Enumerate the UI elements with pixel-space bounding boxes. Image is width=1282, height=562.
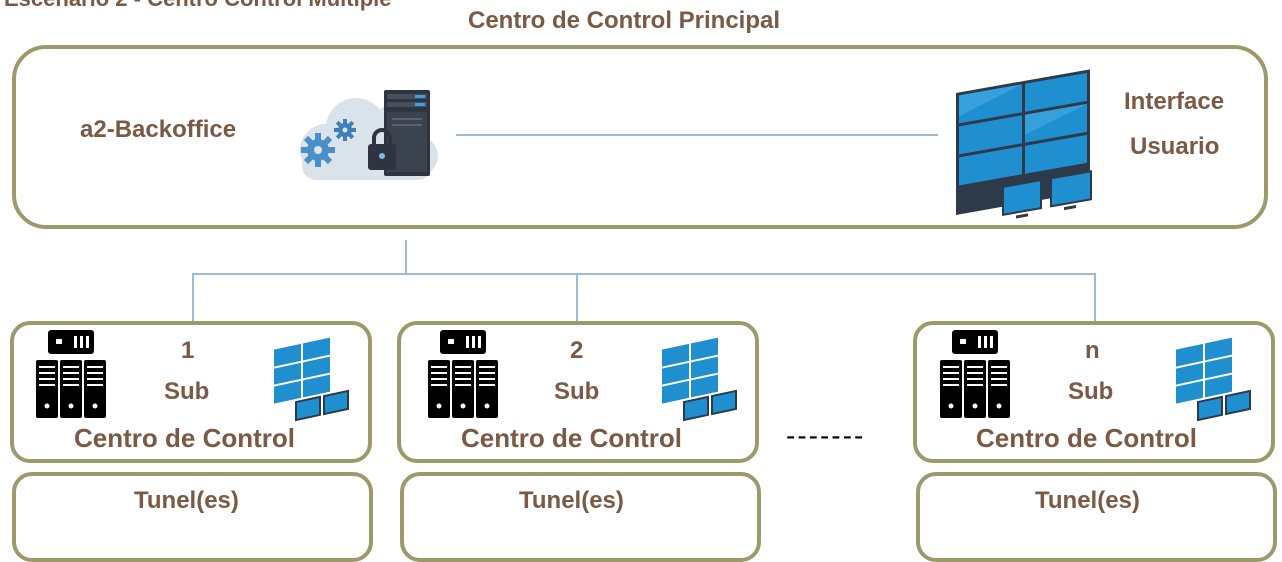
sub-center-number-2: 2 <box>570 337 584 364</box>
main-connector-line <box>456 134 938 136</box>
tunnel-label-2: Tunel(es) <box>519 487 624 514</box>
sub-label-n: Sub <box>1068 378 1114 405</box>
video-wall-monitors-icon <box>662 337 737 422</box>
ellipsis-connector: ------- <box>786 420 866 451</box>
main-center-title: Centro de Control Principal <box>468 7 781 34</box>
sub-center-number-1: 1 <box>181 337 195 364</box>
cloud-server-gear-lock-icon <box>300 90 438 180</box>
sub-center-name-2: Centro de Control <box>461 423 682 453</box>
tunnel-label-n: Tunel(es) <box>1035 487 1140 514</box>
server-rack-icon <box>940 330 1010 418</box>
video-wall-monitors-icon <box>956 69 1092 219</box>
interface-label-line2: Usuario <box>1130 133 1220 160</box>
sub-label-1: Sub <box>164 378 210 405</box>
distribution-line <box>192 273 1096 275</box>
server-rack-icon <box>428 330 498 418</box>
backoffice-label: a2-Backoffice <box>80 116 237 143</box>
sub-label-2: Sub <box>554 378 600 405</box>
trunk-line <box>405 240 407 275</box>
drop-line-2 <box>576 273 578 323</box>
sub-center-name-1: Centro de Control <box>74 423 295 453</box>
sub-center-number-n: n <box>1085 337 1100 364</box>
drop-line-n <box>1094 273 1096 323</box>
video-wall-monitors-icon <box>274 337 349 422</box>
interface-label-line1: Interface <box>1124 88 1225 115</box>
tunnel-label-1: Tunel(es) <box>134 487 239 514</box>
tunnel-box-2 <box>400 472 761 562</box>
server-rack-icon <box>36 330 106 418</box>
drop-line-1 <box>192 273 194 323</box>
sub-center-name-n: Centro de Control <box>976 423 1197 453</box>
scenario-title: Escenario 2 - Centro Control Múltiple <box>4 0 391 12</box>
tunnel-box-n <box>916 472 1277 562</box>
tunnel-box-1 <box>12 472 373 562</box>
video-wall-monitors-icon <box>1176 337 1251 422</box>
